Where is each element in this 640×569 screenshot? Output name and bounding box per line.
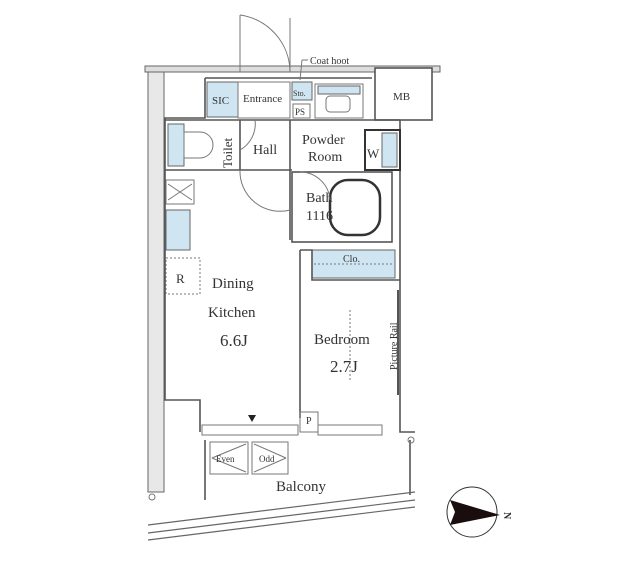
mb-box [374, 67, 433, 121]
storage-label: Sto. [293, 89, 306, 98]
kitchen-counter [165, 179, 201, 295]
compass: N [446, 486, 512, 538]
ps-label: PS [295, 107, 305, 117]
even-label: Even [216, 454, 235, 464]
north-label: N [501, 512, 512, 520]
dining-label: Dining [212, 276, 254, 292]
closet [311, 249, 396, 279]
bath-size-label: 1116 [306, 209, 333, 224]
toilet-label: Toilet [220, 137, 235, 168]
refrigerator-label: R [176, 271, 185, 286]
sic-label: SIC [212, 95, 229, 107]
north-arrow-icon [450, 500, 500, 525]
coat-hook-label: Coat hoot [310, 56, 349, 67]
bath-label: Bath [306, 191, 332, 206]
pipe-label: P [306, 416, 312, 427]
closet-label: Clo. [343, 254, 360, 265]
powder-room-label-2: Room [308, 150, 342, 165]
bedroom-size: 2.7J [330, 357, 358, 376]
odd-label: Odd [259, 454, 275, 464]
entrance-label: Entrance [243, 93, 282, 105]
bedroom-label: Bedroom [314, 332, 370, 348]
balcony-windows [201, 411, 383, 436]
balcony-railing [147, 491, 416, 541]
entrance-door [239, 14, 291, 73]
dining-kitchen-size: 6.6J [220, 331, 248, 350]
outer-walls [144, 65, 441, 493]
kitchen-label: Kitchen [208, 305, 256, 321]
washer-label: W [367, 146, 380, 161]
storage [291, 81, 313, 101]
pipe-space [292, 103, 311, 119]
shoe-closet [206, 81, 239, 118]
picture-rail-label: Picture Rail [389, 322, 400, 370]
balcony-label: Balcony [276, 479, 326, 495]
hall-label: Hall [253, 143, 277, 158]
mb-label: MB [393, 91, 410, 103]
powder-room-label-1: Powder [302, 133, 345, 148]
